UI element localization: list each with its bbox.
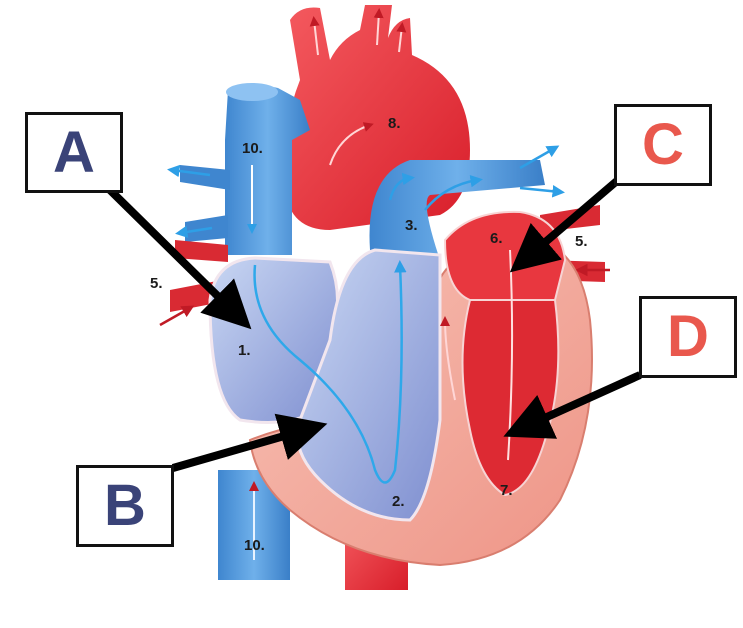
label-box-a: A bbox=[25, 112, 123, 193]
label-number-8: 8. bbox=[388, 115, 401, 132]
label-d-text: D bbox=[667, 304, 709, 369]
pointer-arrow-a bbox=[107, 187, 252, 330]
label-box-d: D bbox=[639, 296, 737, 378]
label-number-10-top: 10. bbox=[242, 140, 263, 157]
pointer-arrow-c bbox=[509, 176, 621, 273]
label-box-c: C bbox=[614, 104, 712, 186]
right-ventricle-chamber bbox=[296, 248, 442, 522]
label-number-5-right: 5. bbox=[575, 233, 588, 250]
label-a-text: A bbox=[53, 119, 95, 185]
label-b-text: B bbox=[104, 473, 146, 538]
superior-vena-cava bbox=[225, 83, 310, 255]
right-flow-line bbox=[253, 260, 407, 484]
label-number-3: 3. bbox=[405, 217, 418, 234]
label-number-6: 6. bbox=[490, 230, 503, 247]
label-box-b: B bbox=[76, 465, 174, 547]
pulmonary-artery bbox=[369, 145, 565, 260]
label-number-7: 7. bbox=[500, 482, 513, 499]
left-veins bbox=[167, 164, 230, 242]
left-atrium-chamber bbox=[443, 210, 567, 301]
label-number-1: 1. bbox=[238, 342, 251, 359]
label-number-5-left: 5. bbox=[150, 275, 163, 292]
label-number-2: 2. bbox=[392, 493, 405, 510]
pointer-arrow-d bbox=[503, 371, 642, 439]
label-c-text: C bbox=[642, 112, 684, 177]
pointer-arrow-b bbox=[171, 413, 328, 472]
inferior-vena-cava bbox=[218, 470, 290, 580]
label-number-10-bottom: 10. bbox=[244, 537, 265, 554]
